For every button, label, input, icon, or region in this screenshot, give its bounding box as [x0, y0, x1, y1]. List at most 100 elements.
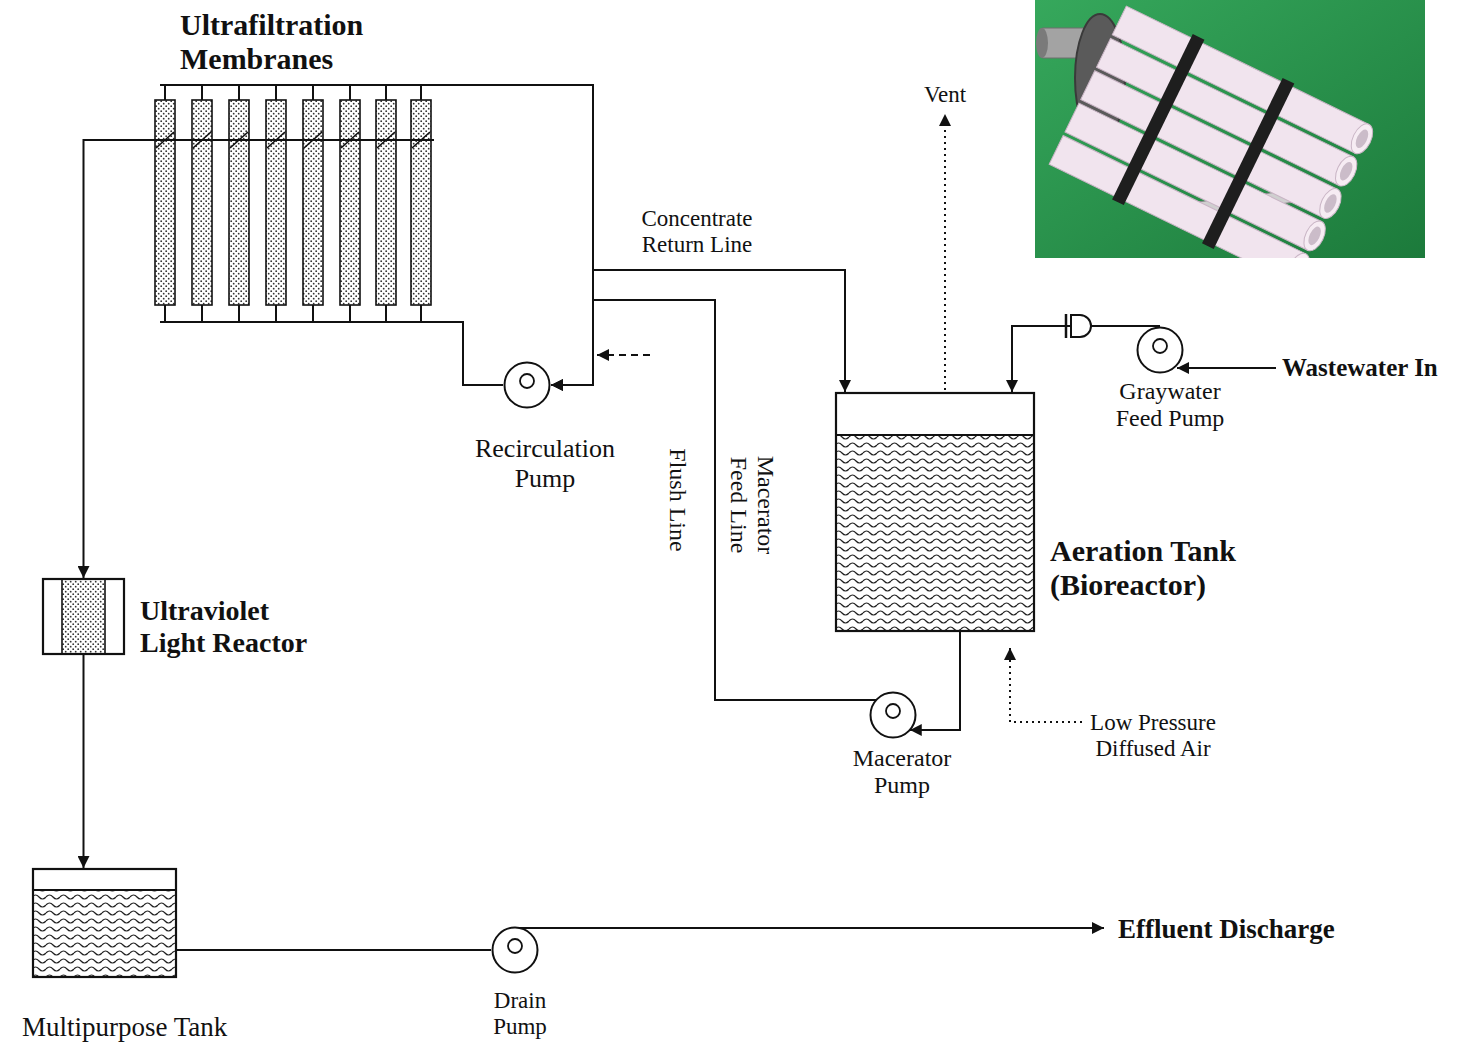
tube-stub: [275, 305, 277, 322]
tube-stub: [238, 85, 240, 100]
annotation-label: Wastewater In: [1282, 354, 1452, 383]
membrane-tube: [192, 100, 212, 305]
component-label: Recirculation Pump: [460, 434, 630, 493]
liquid-level: [836, 434, 1034, 436]
pump-impeller: [520, 374, 534, 388]
uv-lamp: [62, 579, 105, 654]
pump-symbol: [491, 926, 539, 974]
photo-tube-bore: [1306, 225, 1324, 247]
air-supply-arrow: [1010, 648, 1082, 722]
tank-outline: [33, 869, 176, 977]
tube-stub: [164, 85, 166, 100]
line-label: Macerator Feed Line: [725, 448, 780, 563]
tube-stub: [201, 305, 203, 322]
tank-liquid: [836, 435, 1034, 631]
component-label: Ultrafiltration Membranes: [180, 8, 410, 76]
annotation-label: Flush Line: [663, 435, 690, 565]
pump-symbol: [1136, 326, 1184, 374]
aeration-tank: Aeration Tank (Bioreactor): [835, 392, 1280, 632]
pump-casing: [505, 363, 550, 408]
pump-symbol: [503, 361, 551, 409]
permeate-tap: [377, 132, 395, 148]
photo-tube-bore: [1337, 160, 1355, 182]
tube-stub: [164, 305, 166, 322]
membrane-tube: [411, 100, 431, 305]
photo-clamp: [1202, 78, 1294, 249]
permeate-tap: [230, 132, 248, 148]
photo-tube-end: [1347, 120, 1377, 157]
tube-stub: [420, 85, 422, 100]
tube-stub: [349, 85, 351, 100]
tank-wall: [33, 869, 176, 977]
pipe-line: [83, 655, 85, 868]
membrane-tube: [266, 100, 286, 305]
tube-stub: [312, 85, 314, 100]
pump-casing: [871, 693, 916, 738]
membrane-tube: [229, 100, 249, 305]
component-label: Graywater Feed Pump: [1105, 378, 1235, 433]
line-label: Concentrate Return Line: [627, 206, 767, 258]
uv-reactor: Ultraviolet Light Reactor: [42, 578, 325, 659]
effluent-arrow: [515, 927, 1104, 929]
pump-impeller: [1153, 339, 1167, 353]
photo-tube-bore: [1353, 128, 1371, 150]
multipurpose-tank: Multipurpose Tank: [22, 868, 282, 1043]
tube-stub: [420, 305, 422, 322]
tube-stub: [275, 85, 277, 100]
permeate-tap: [193, 132, 211, 148]
photo-tube-end: [1300, 218, 1330, 255]
tube-stub: [349, 305, 351, 322]
pipe-line: [440, 85, 593, 385]
tank-wall: [836, 393, 1034, 631]
pump-symbol: [869, 691, 917, 739]
tube-stub: [385, 85, 387, 100]
photo-tube-bore: [1322, 192, 1340, 214]
membrane-tube: [376, 100, 396, 305]
pump-casing: [493, 928, 538, 973]
component-label: Drain Pump: [485, 988, 555, 1040]
flush-arrow: [597, 354, 650, 356]
permeate-tap: [412, 132, 430, 148]
tube-stub: [238, 305, 240, 322]
pipe-line: [177, 949, 491, 951]
membrane-bank: Ultrafiltration Membranes: [150, 8, 440, 326]
photo-tube: [1049, 135, 1306, 258]
pump-casing: [1138, 328, 1183, 373]
tank-liquid: [33, 890, 176, 977]
tube-stub: [201, 85, 203, 100]
macerator-pump: Macerator Pump: [842, 691, 962, 800]
photo-tube-end: [1331, 153, 1361, 190]
component-label: Aeration Tank (Bioreactor): [1050, 534, 1280, 602]
inlet-arrow: [1177, 367, 1276, 369]
check-valve-body: [1071, 315, 1091, 337]
uv-outline: [43, 579, 124, 654]
permeate-tap: [267, 132, 285, 148]
pipe-line: [910, 632, 960, 730]
drain-pump: Drain Pump: [485, 926, 555, 1041]
photo-clamp: [1112, 34, 1204, 205]
photo-tube-end: [1315, 185, 1345, 222]
tube-stub: [385, 305, 387, 322]
photo-tube-bundle: [1047, 2, 1378, 258]
membrane-tube: [340, 100, 360, 305]
membrane-module: [150, 80, 440, 326]
recirculation-pump: Recirculation Pump: [460, 361, 630, 494]
pipe-line: [84, 140, 151, 578]
permeate-tap: [304, 132, 322, 148]
liquid-level: [33, 889, 176, 891]
pipe-line: [440, 85, 845, 392]
component-label: Ultraviolet Light Reactor: [140, 595, 325, 659]
uv-reactor-symbol: [42, 578, 125, 655]
pump-impeller: [508, 939, 522, 953]
annotation-label: Effluent Discharge: [1118, 914, 1380, 945]
photo-tube-bore: [1290, 257, 1308, 258]
annotation-label: Vent: [915, 82, 975, 108]
membrane-module-photo: [1035, 0, 1425, 258]
check-valve-seat: [1065, 314, 1068, 338]
photo-pipe-end: [1036, 28, 1048, 58]
tank-symbol: [835, 392, 1035, 632]
membrane-tube: [155, 100, 175, 305]
permeate-tap: [156, 132, 174, 148]
component-label: Macerator Pump: [842, 745, 962, 800]
